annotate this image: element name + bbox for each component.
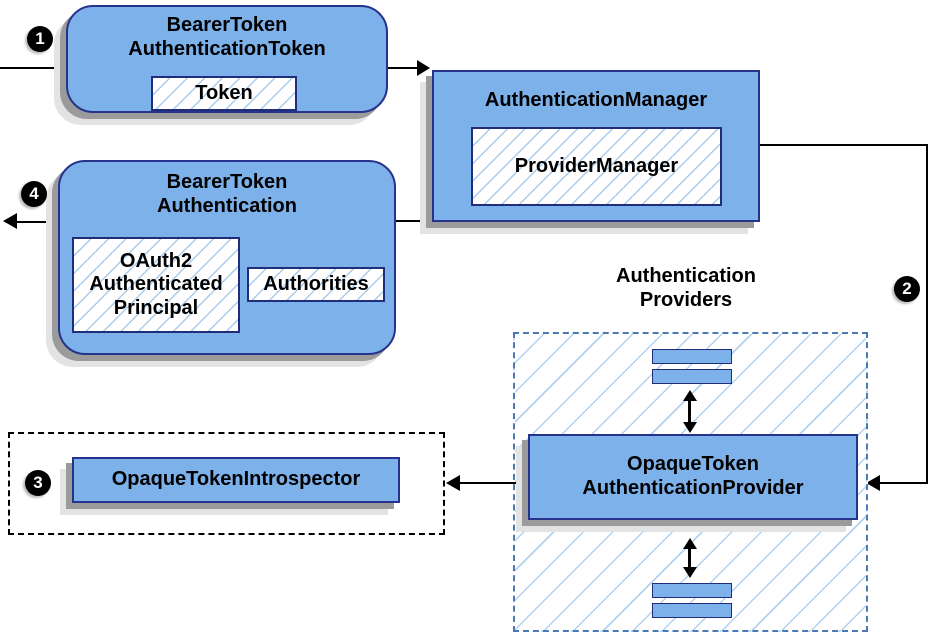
provider-placeholder-bar (652, 583, 732, 598)
opaque-token-authentication-provider-node: OpaqueToken AuthenticationProvider (528, 434, 858, 520)
double-arrow-bottom-line (688, 547, 691, 568)
arrow-left-icon (446, 475, 460, 491)
incoming-request-line (0, 67, 66, 69)
provider-manager-inner-box: ProviderManager (471, 127, 722, 206)
arrow-up-icon (683, 390, 697, 401)
provider-to-introspector-line (460, 482, 528, 484)
double-arrow-top-line (688, 399, 691, 423)
arrow-down-icon (683, 567, 697, 578)
node-title: OpaqueTokenIntrospector (111, 468, 361, 491)
arrow-left-icon (866, 475, 880, 491)
provider-placeholder-bar (652, 349, 732, 364)
node-title: AuthenticationManager (484, 89, 708, 111)
arrow-right-icon (417, 60, 430, 76)
step-3-badge: 3 (25, 470, 51, 496)
authentication-providers-label: Authentication Providers (616, 265, 756, 311)
node-title: BearerToken Authentication (157, 171, 297, 217)
step2-line-horizontal-bottom (880, 482, 928, 484)
node-title: OpaqueToken AuthenticationProvider (582, 453, 804, 499)
step-4-badge: 4 (21, 181, 47, 207)
arrow-up-icon (683, 538, 697, 549)
opaque-token-introspector-node: OpaqueTokenIntrospector (72, 457, 400, 503)
oauth2-authenticated-principal-inner-box: OAuth2 Authenticated Principal (72, 237, 240, 333)
bearer-token-authentication-node: BearerToken Authentication OAuth2 Authen… (58, 160, 396, 355)
step-1-badge: 1 (27, 26, 53, 52)
step-2-badge: 2 (894, 276, 920, 302)
arrow-token-to-manager-line (388, 67, 417, 69)
arrow-down-icon (683, 422, 697, 433)
bearer-token-authentication-token-node: BearerToken AuthenticationToken Token (66, 5, 388, 113)
step4-result-line (17, 221, 58, 223)
token-inner-box: Token (151, 76, 297, 111)
step2-line-horizontal-top (760, 144, 928, 146)
opaque-token-introspector-container (8, 432, 445, 535)
provider-placeholder-bar (652, 369, 732, 384)
authentication-manager-node: AuthenticationManager ProviderManager (432, 70, 760, 222)
manager-to-authentication-line (396, 220, 432, 222)
provider-placeholder-bar (652, 603, 732, 618)
authorities-inner-box: Authorities (247, 267, 385, 302)
arrow-left-icon (3, 213, 17, 229)
node-title: BearerToken AuthenticationToken (128, 14, 326, 60)
step2-line-vertical (926, 144, 928, 484)
